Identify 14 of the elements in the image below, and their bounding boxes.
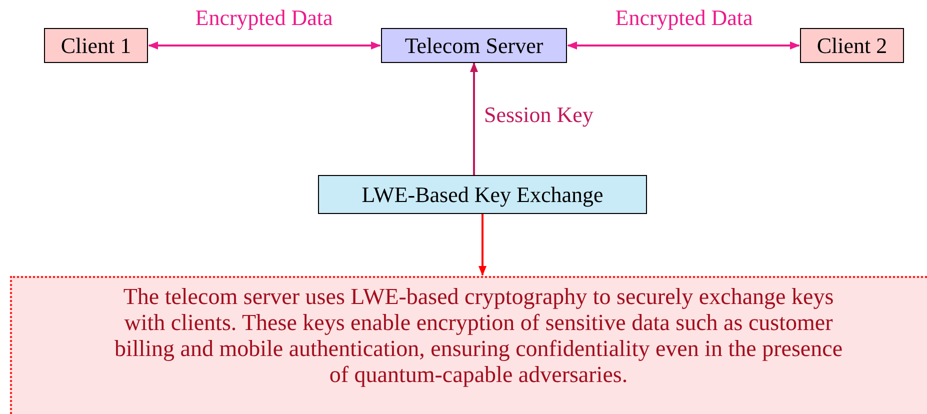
node-label: Telecom Server	[404, 32, 544, 58]
node-label: LWE-Based Key Exchange	[362, 182, 604, 208]
process-box	[318, 175, 647, 214]
arrow	[478, 214, 486, 276]
arrow	[148, 42, 381, 50]
node-label: Client 1	[60, 32, 132, 58]
arrow	[567, 42, 800, 50]
process-box	[800, 28, 904, 63]
server-box	[381, 28, 567, 63]
arrow	[470, 62, 478, 175]
process-box	[44, 28, 148, 63]
note-box	[10, 276, 927, 414]
node-label: Client 2	[816, 32, 888, 58]
note-text: The telecom server uses LWE-based cryptography to securely exchange keys with clients. These keys enable encryption of sensitive data such as customer billing and mobile authentication, ensuring confidentiality even in the presence of quantum-capable adversaries.	[113, 284, 844, 388]
